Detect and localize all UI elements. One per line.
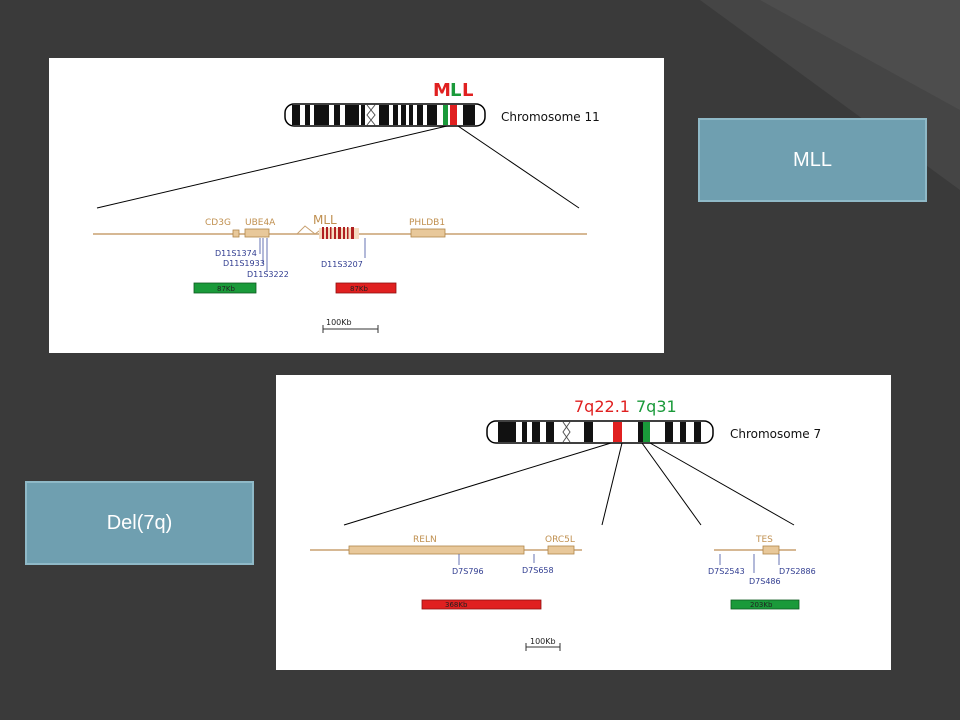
mll-exons bbox=[296, 225, 359, 239]
del7q-callout: Del(7q) bbox=[25, 481, 254, 565]
scale-label-7: 100Kb bbox=[530, 637, 556, 646]
gene-label-reln: RELN bbox=[413, 535, 437, 545]
gene-label-cd3g: CD3G bbox=[205, 218, 231, 228]
probe-green-11-label: 87Kb bbox=[217, 285, 235, 293]
probe-red-11 bbox=[335, 282, 397, 294]
chromosome-11-diagram: M L L Chromosome 11 bbox=[93, 80, 600, 333]
band-label-7q31: 7q31 bbox=[636, 397, 677, 416]
chromosome-11-ideogram bbox=[284, 103, 486, 127]
marker-label-d7s2543: D7S2543 bbox=[708, 567, 745, 576]
probe-red-7-label: 368Kb bbox=[445, 601, 468, 609]
marker-label-d11s1933: D11S1933 bbox=[223, 259, 265, 268]
scale-label-11: 100Kb bbox=[326, 318, 352, 327]
probe-red-11-label: 87Kb bbox=[350, 285, 368, 293]
probe-red-7 bbox=[421, 599, 542, 610]
marker-label-d11s1374: D11S1374 bbox=[215, 249, 257, 258]
chromosome-7-panel: 7q22.1 7q31 Chromosome 7 bbox=[276, 375, 891, 670]
gene-label-mll: MLL bbox=[313, 213, 337, 227]
chromosome-7-label: Chromosome 7 bbox=[730, 427, 821, 441]
gene-label-phldb1: PHLDB1 bbox=[409, 218, 445, 228]
marker-label-d11s3207: D11S3207 bbox=[321, 260, 363, 269]
probe-green-7 bbox=[730, 599, 800, 610]
gene-label-ube4a: UBE4A bbox=[245, 218, 276, 228]
marker-label-d7s2886: D7S2886 bbox=[779, 567, 816, 576]
marker-label-d7s658: D7S658 bbox=[522, 566, 554, 575]
mll-callout: MLL bbox=[698, 118, 927, 202]
probe-green-11 bbox=[193, 282, 257, 294]
mll-title-l1: L bbox=[450, 80, 461, 101]
marker-label-d11s3222: D11S3222 bbox=[247, 270, 289, 279]
chromosome-7-ideogram bbox=[486, 420, 714, 444]
probe-green-7-label: 203Kb bbox=[750, 601, 773, 609]
gene-label-orc5l: ORC5L bbox=[545, 535, 575, 545]
mll-callout-text: MLL bbox=[793, 148, 832, 171]
marker-label-d7s796: D7S796 bbox=[452, 567, 484, 576]
mll-title-m: M bbox=[433, 80, 451, 101]
chromosome-11-label: Chromosome 11 bbox=[501, 110, 600, 124]
mll-title-l2: L bbox=[462, 80, 473, 101]
marker-label-d7s486: D7S486 bbox=[749, 577, 781, 586]
del7q-callout-text: Del(7q) bbox=[106, 511, 173, 534]
gene-label-tes: TES bbox=[755, 535, 773, 545]
chromosome-7-diagram: 7q22.1 7q31 Chromosome 7 bbox=[310, 397, 821, 651]
chromosome-11-panel: M L L Chromosome 11 bbox=[49, 58, 664, 353]
band-label-7q22: 7q22.1 bbox=[574, 397, 630, 416]
